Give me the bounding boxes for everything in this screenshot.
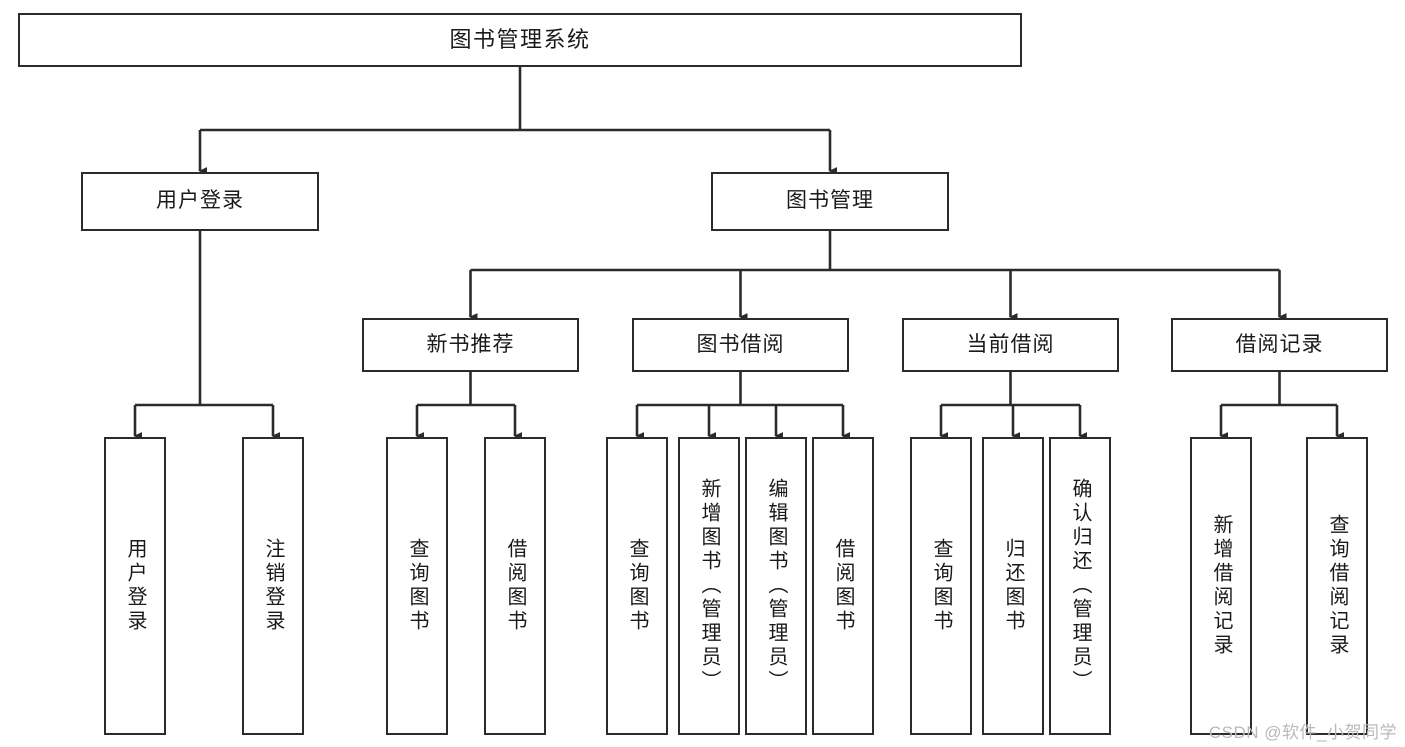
node-book-manage[interactable]: 图书管理 (711, 172, 949, 231)
node-new-book-rec-label: 新书推荐 (426, 332, 515, 356)
node-leaf-add-record-label: 新增借阅记录 (1210, 514, 1232, 658)
node-current-borrow[interactable]: 当前借阅 (902, 318, 1119, 372)
node-user-login[interactable]: 用户登录 (81, 172, 319, 231)
node-leaf-query-book-rec-label: 查询图书 (406, 538, 428, 634)
node-book-manage-label: 图书管理 (786, 189, 874, 213)
node-root-label: 图书管理系统 (449, 27, 591, 53)
node-borrow-record[interactable]: 借阅记录 (1171, 318, 1388, 372)
node-leaf-query-book-cur[interactable]: 查询图书 (910, 437, 972, 735)
node-root[interactable]: 图书管理系统 (18, 13, 1022, 67)
node-leaf-user-login[interactable]: 用户登录 (104, 437, 166, 735)
node-leaf-confirm-return-label: 确认归还（管理员） (1069, 478, 1091, 694)
node-borrow-record-label: 借阅记录 (1235, 332, 1324, 356)
node-book-borrow-label: 图书借阅 (696, 332, 785, 356)
node-leaf-add-book[interactable]: 新增图书（管理员） (678, 437, 740, 735)
node-leaf-logout[interactable]: 注销登录 (242, 437, 304, 735)
node-leaf-query-book-rec[interactable]: 查询图书 (386, 437, 448, 735)
node-leaf-query-book-borrow-label: 查询图书 (626, 538, 648, 634)
node-leaf-return-book[interactable]: 归还图书 (982, 437, 1044, 735)
node-new-book-rec[interactable]: 新书推荐 (362, 318, 579, 372)
node-current-borrow-label: 当前借阅 (966, 332, 1055, 356)
node-leaf-query-book-cur-label: 查询图书 (930, 538, 952, 634)
node-leaf-edit-book-label: 编辑图书（管理员） (765, 478, 787, 694)
node-leaf-logout-label: 注销登录 (262, 538, 284, 634)
node-leaf-return-book-label: 归还图书 (1002, 538, 1024, 634)
node-user-login-label: 用户登录 (156, 189, 244, 213)
node-leaf-user-login-label: 用户登录 (124, 538, 146, 634)
node-book-borrow[interactable]: 图书借阅 (632, 318, 849, 372)
node-leaf-borrow-book-rec[interactable]: 借阅图书 (484, 437, 546, 735)
node-leaf-borrow-book-label: 借阅图书 (832, 538, 854, 634)
node-leaf-borrow-book[interactable]: 借阅图书 (812, 437, 874, 735)
node-leaf-query-record[interactable]: 查询借阅记录 (1306, 437, 1368, 735)
node-leaf-borrow-book-rec-label: 借阅图书 (504, 538, 526, 634)
node-leaf-confirm-return[interactable]: 确认归还（管理员） (1049, 437, 1111, 735)
node-leaf-edit-book[interactable]: 编辑图书（管理员） (745, 437, 807, 735)
node-leaf-add-book-label: 新增图书（管理员） (698, 478, 720, 694)
watermark-text: CSDN @软件_小贺同学 (1208, 723, 1397, 742)
node-leaf-query-record-label: 查询借阅记录 (1326, 514, 1348, 658)
node-leaf-query-book-borrow[interactable]: 查询图书 (606, 437, 668, 735)
node-leaf-add-record[interactable]: 新增借阅记录 (1190, 437, 1252, 735)
